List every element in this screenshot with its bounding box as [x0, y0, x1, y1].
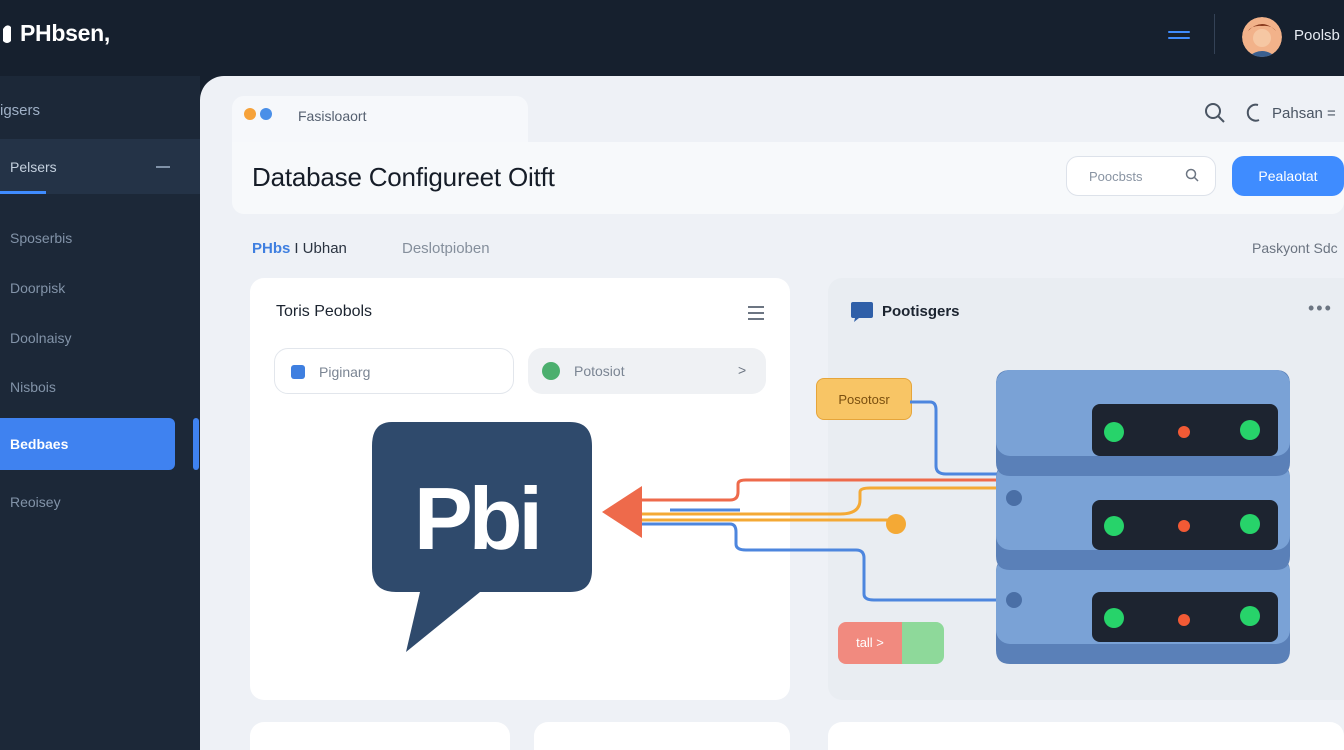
sidebar-item-bottom[interactable]: Reoisey	[10, 494, 61, 510]
sidebar-group[interactable]: Pelsers	[0, 139, 200, 194]
card-select[interactable]: Potosiot >	[528, 348, 766, 394]
card-select-label: Potosiot	[574, 363, 625, 379]
search-icon	[1185, 168, 1199, 182]
divider	[1214, 14, 1215, 54]
bottom-card-3	[828, 722, 1344, 750]
sidebar: igsers Pelsers Sposerbis Doorpisk Doolna…	[0, 76, 200, 750]
status-dot-icon	[542, 362, 560, 380]
sidebar-item-active-label: Bedbaes	[10, 436, 69, 452]
avatar-icon	[1242, 17, 1282, 57]
page-title: Database Configureet Oitft	[252, 162, 555, 192]
tab-label: Fasisloaort	[298, 108, 367, 124]
card-input[interactable]: Piginarg	[274, 348, 514, 394]
brand-name: PHbsen,	[20, 20, 110, 46]
menu-icon[interactable]	[1168, 24, 1190, 46]
search-placeholder: Poocbsts	[1089, 169, 1143, 184]
sidebar-scrollbar[interactable]	[193, 418, 199, 470]
breadcrumb-second[interactable]: I Ubhan	[294, 240, 347, 257]
sidebar-item-4[interactable]: Nisbois	[10, 379, 56, 395]
node-label[interactable]: Posotosr	[816, 378, 912, 420]
more-icon[interactable]: •••	[1308, 298, 1333, 318]
header-card: Database Configureet Oitft Poocbsts Peal…	[232, 142, 1344, 214]
sidebar-heading: igsers	[0, 102, 41, 119]
sidebar-item-active[interactable]: Bedbaes	[0, 418, 175, 470]
servers-card: Pootisgers ••• Posotosr tall >	[816, 278, 1344, 700]
collapse-icon[interactable]	[156, 166, 170, 168]
search-icon[interactable]	[1204, 102, 1226, 124]
bottom-card-2	[534, 722, 790, 750]
logo-text: Pbi	[414, 469, 543, 568]
breadcrumb-first[interactable]: PHbs	[252, 240, 291, 257]
avatar[interactable]	[1242, 17, 1282, 57]
brand[interactable]: PHbsen,	[0, 20, 110, 47]
tab-active[interactable]: Fasisloaort	[232, 96, 528, 146]
speech-bubble-logo-icon	[372, 422, 592, 652]
card-title: Toris Peobols	[276, 303, 373, 320]
status-pill-ok	[902, 622, 944, 664]
primary-button[interactable]: Pealaotat	[1232, 156, 1344, 196]
orange-dot-icon	[244, 108, 256, 120]
blue-dot-icon	[260, 108, 272, 120]
sidebar-group-indicator	[0, 191, 46, 194]
doc-icon	[291, 365, 305, 379]
search-input[interactable]: Poocbsts	[1066, 156, 1216, 196]
chat-icon	[851, 302, 873, 322]
sidebar-group-label: Pelsers	[10, 159, 57, 175]
chevron-right-icon: >	[738, 362, 747, 378]
status-pill[interactable]: tall >	[838, 622, 944, 664]
main-panel: Fasisloaort Pahsan = Database Configuree…	[200, 76, 1344, 750]
user-name[interactable]: Poolsb	[1294, 27, 1340, 44]
card-input-label: Piginarg	[319, 364, 371, 380]
breadcrumb-right[interactable]: Paskyont Sdc	[1252, 240, 1338, 256]
top-right-label[interactable]: Pahsan =	[1272, 105, 1336, 122]
brand-logo-icon	[3, 24, 11, 43]
top-bar: PHbsen, Poolsb	[0, 0, 1344, 76]
card-title: Pootisgers	[882, 303, 960, 320]
bottom-card-1	[250, 722, 510, 750]
sidebar-item-2[interactable]: Doorpisk	[10, 280, 66, 296]
refresh-icon[interactable]	[1244, 102, 1264, 124]
card-menu-icon[interactable]	[748, 306, 764, 320]
tab-dots	[244, 108, 272, 120]
logo-card: Toris Peobols Piginarg Potosiot > Pbi	[250, 278, 790, 700]
breadcrumb-third[interactable]: Deslotpioben	[402, 240, 490, 257]
status-pill-label: tall >	[838, 622, 902, 664]
sidebar-item-3[interactable]: Doolnaisy	[10, 330, 72, 346]
sidebar-item-1[interactable]: Sposerbis	[10, 230, 73, 246]
